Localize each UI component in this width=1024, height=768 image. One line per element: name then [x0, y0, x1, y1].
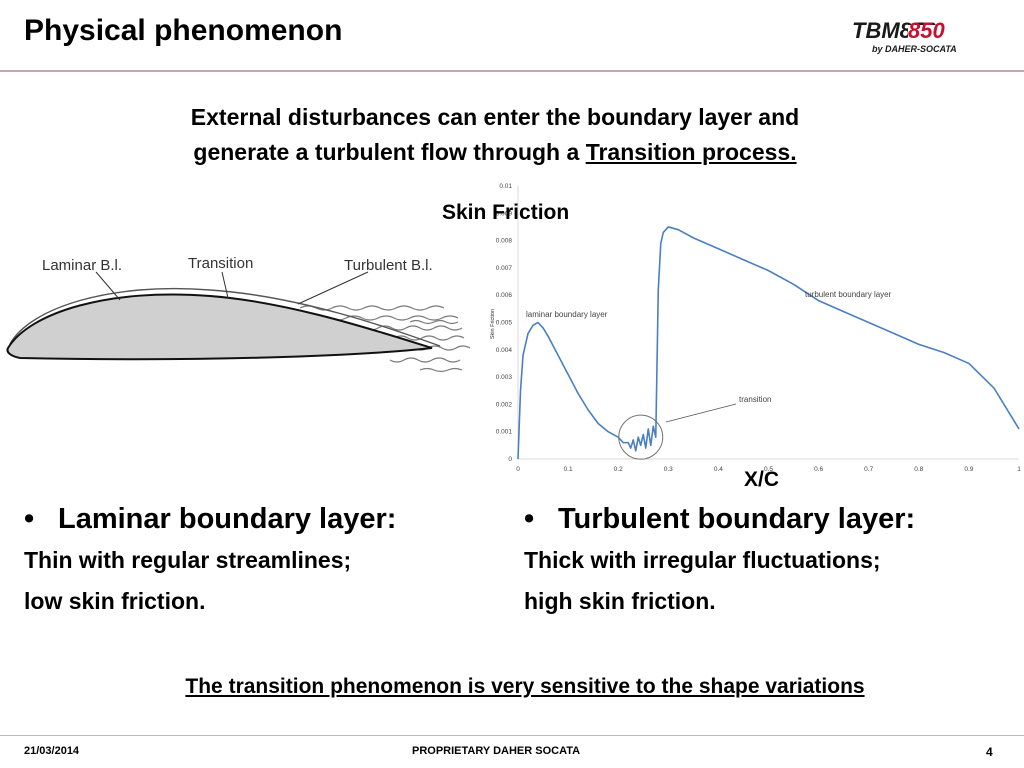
y-tick-label: 0.001 — [496, 429, 513, 436]
annotation-transition: transition — [739, 395, 771, 404]
chart-x-label: X/C — [744, 468, 780, 491]
headline-line-2: generate a turbulent flow through a Tran… — [100, 135, 890, 170]
airfoil-label-transition: Transition — [188, 255, 253, 272]
headline-line-1: External disturbances can enter the boun… — [190, 104, 800, 130]
x-tick-label: 0.5 — [764, 466, 773, 473]
airfoil-label-turbulent: Turbulent B.l. — [344, 257, 433, 274]
x-tick-label: 0 — [516, 466, 520, 473]
y-tick-label: 0.004 — [496, 347, 513, 354]
chart-title: Skin Friction — [442, 201, 570, 224]
skin-friction-chart: 0 0.001 0.002 0.003 0.004 0.005 0.006 0.007 0.00… — [490, 183, 1021, 473]
footer-date: 21/03/2014 — [24, 745, 80, 757]
bullet-icon: • — [24, 503, 35, 535]
chart-y-axis-label: Skin Friction — [490, 309, 496, 339]
headline: External disturbances can enter the boun… — [100, 100, 890, 170]
y-tick-label: 0.007 — [496, 265, 513, 272]
laminar-heading-text: Laminar boundary layer: — [58, 503, 397, 535]
turbulent-heading-text: Turbulent boundary layer: — [558, 503, 916, 535]
annotation-laminar: laminar boundary layer — [526, 310, 608, 319]
turbulent-heading: • Turbulent boundary layer: — [524, 498, 1014, 540]
turbulent-pointer — [297, 271, 369, 305]
y-tick-label: 0.008 — [496, 238, 513, 245]
turbulent-column: • Turbulent boundary layer: Thick with ir… — [524, 498, 1014, 622]
headline-line-2-text: generate a turbulent flow through a — [193, 139, 586, 165]
x-tick-label: 1 — [1017, 466, 1021, 473]
conclusion: The transition phenomenon is very sensit… — [185, 675, 865, 698]
y-tick-label: 0.002 — [496, 401, 513, 408]
x-tick-label: 0.2 — [614, 466, 623, 473]
header-divider — [0, 70, 1024, 72]
annotation-turbulent: turbulent boundary layer — [805, 290, 892, 299]
x-tick-label: 0.8 — [914, 466, 923, 473]
boundary-layer-outline — [9, 287, 441, 347]
logo-accent — [908, 25, 981, 41]
skin-friction-line — [517, 226, 1020, 460]
x-tick-label: 0.4 — [714, 466, 723, 473]
logo-number: 850 — [908, 18, 945, 43]
bullet-icon: • — [524, 503, 535, 535]
y-tick-label: 0.003 — [496, 374, 513, 381]
x-tick-label: 0.1 — [564, 466, 573, 473]
laminar-desc-2: low skin friction. — [24, 588, 206, 614]
laminar-pointer — [95, 271, 121, 301]
y-tick-label: 0.01 — [499, 183, 512, 190]
laminar-desc-1: Thin with regular streamlines; — [24, 547, 352, 573]
transition-pointer — [221, 271, 229, 299]
laminar-heading: • Laminar boundary layer: — [24, 498, 514, 540]
airfoil-label-laminar: Laminar B.l. — [42, 257, 122, 274]
x-tick-label: 0.6 — [814, 466, 823, 473]
airfoil-illustration: Laminar B.l. Transition Turbulent B.l. — [6, 255, 470, 373]
slide-title: Physical phenomenon — [24, 14, 343, 47]
laminar-column: • Laminar boundary layer: Thin with regul… — [24, 498, 514, 622]
headline-emphasis: Transition process. — [585, 139, 797, 165]
x-tick-label: 0.3 — [664, 466, 673, 473]
page-number: 4 — [986, 745, 993, 759]
airfoil-body — [6, 293, 433, 361]
y-tick-label: 0.005 — [496, 320, 513, 327]
x-tick-label: 0.9 — [964, 466, 973, 473]
x-tick-label: 0.7 — [864, 466, 873, 473]
transition-highlight-circle — [618, 414, 664, 460]
y-tick-label: 0.009 — [496, 210, 513, 217]
footer-divider — [0, 735, 1024, 736]
logo-byline: by DAHER-SOCATA — [872, 44, 957, 54]
tbm850-logo: TBM850 850 by DAHER-SOCATA — [852, 18, 981, 54]
transition-pointer-line — [665, 403, 737, 423]
turbulent-desc-2: high skin friction. — [524, 588, 716, 614]
y-tick-label: 0 — [508, 456, 512, 463]
y-tick-label: 0.006 — [496, 292, 513, 299]
turbulent-desc-1: Thick with irregular fluctuations; — [524, 547, 881, 573]
footer-proprietary: PROPRIETARY DAHER SOCATA — [412, 745, 581, 757]
turbulent-wake-lines — [299, 305, 470, 373]
